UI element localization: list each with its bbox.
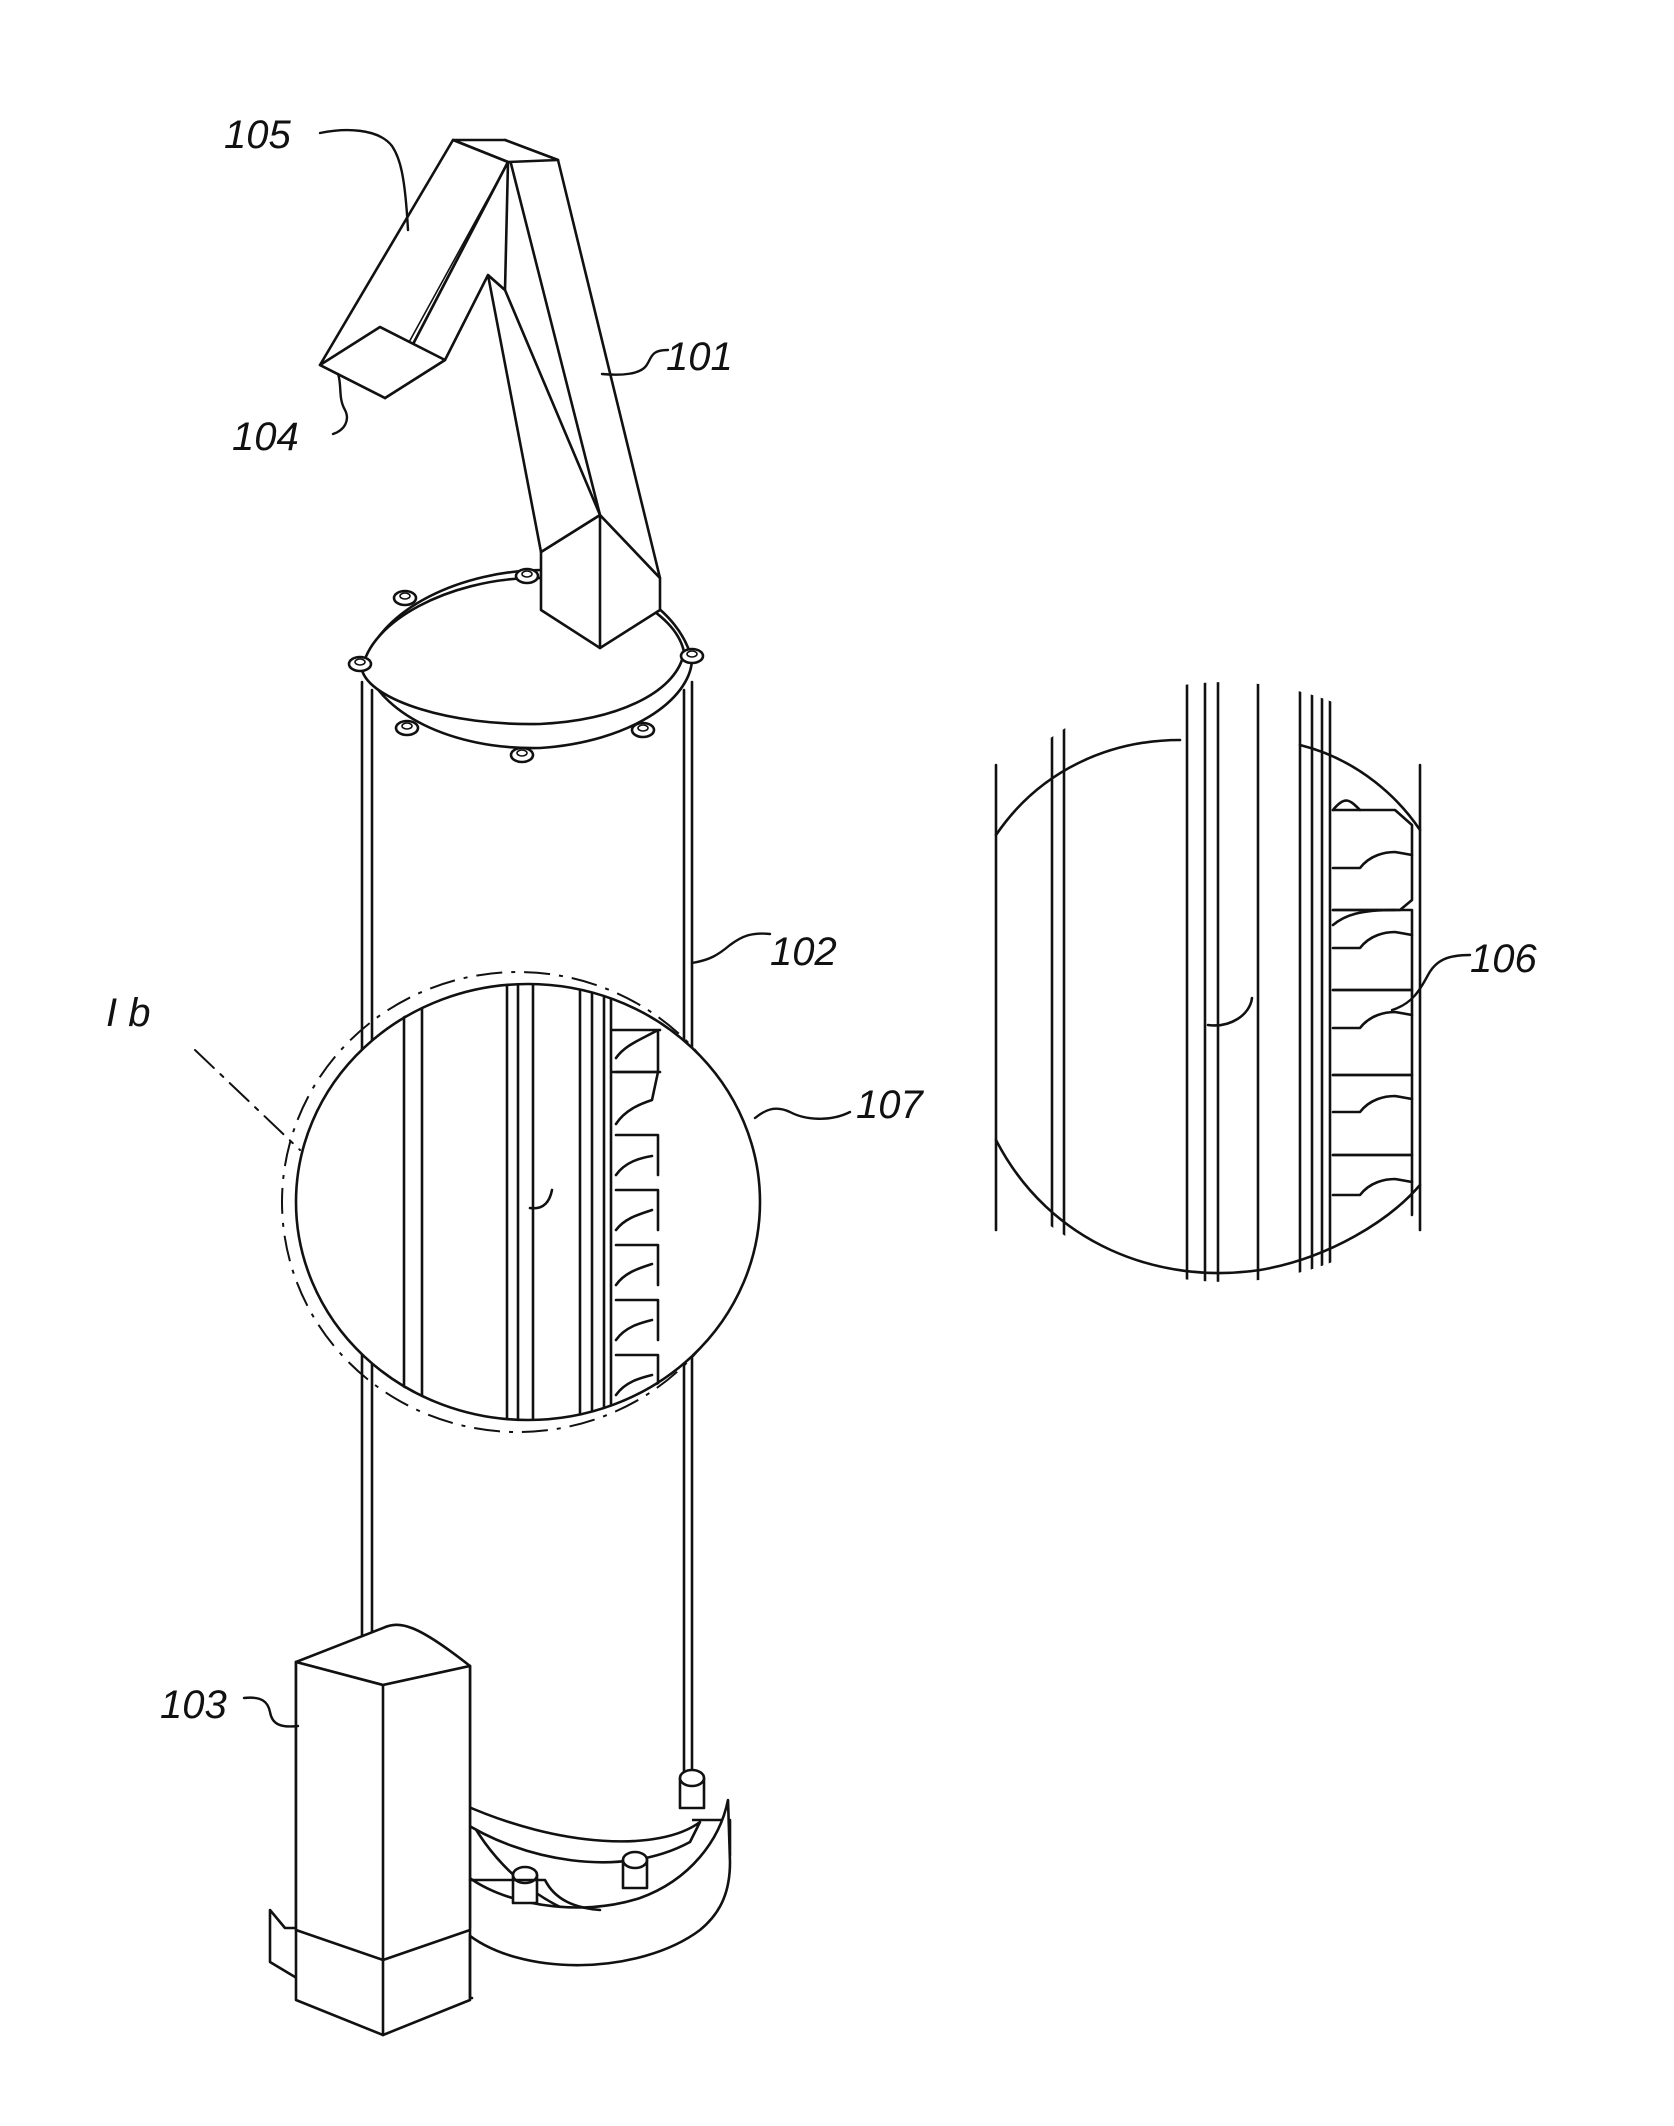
detail-view-Ib bbox=[996, 680, 1420, 1290]
top-bolt-lug-4 bbox=[681, 649, 703, 663]
label-Ib: I b bbox=[106, 991, 150, 1035]
top-bolt-lug-3 bbox=[516, 569, 538, 583]
leader-104 bbox=[333, 374, 347, 434]
leader-106 bbox=[1392, 955, 1470, 1010]
bottom-bolt-lug-2 bbox=[623, 1852, 647, 1888]
top-bolt-lug-1 bbox=[349, 657, 371, 671]
top-bolt-lug-7 bbox=[396, 721, 418, 735]
label-107: 107 bbox=[856, 1083, 924, 1127]
label-105: 105 bbox=[224, 113, 291, 157]
bottom-bolt-lug-1 bbox=[680, 1770, 704, 1808]
leader-105 bbox=[320, 130, 408, 230]
top-bolt-lug-2 bbox=[394, 591, 416, 605]
label-103: 103 bbox=[160, 1683, 227, 1727]
leader-102 bbox=[692, 933, 770, 963]
top-bolt-lug-5 bbox=[632, 723, 654, 737]
leader-107 bbox=[755, 1109, 850, 1119]
bottom-bolt-lug-3 bbox=[513, 1867, 537, 1903]
label-101: 101 bbox=[666, 335, 733, 379]
label-104: 104 bbox=[232, 415, 299, 459]
leader-Ib bbox=[195, 1050, 300, 1150]
top-bolt-lug-6 bbox=[511, 748, 533, 762]
label-106: 106 bbox=[1470, 937, 1537, 981]
label-102: 102 bbox=[770, 930, 837, 974]
leader-101 bbox=[602, 350, 668, 375]
leader-103 bbox=[244, 1698, 298, 1727]
inlet-duct-101 bbox=[320, 140, 660, 648]
